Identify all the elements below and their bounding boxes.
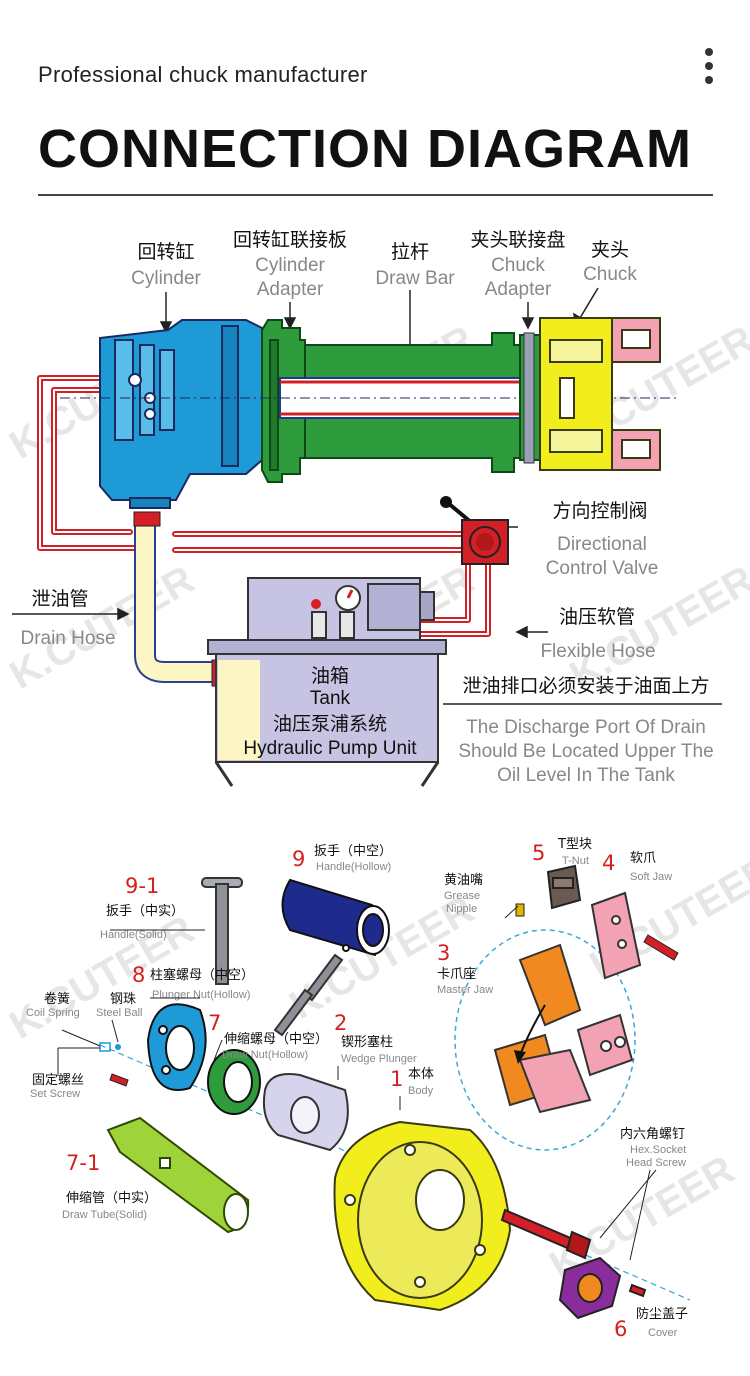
part-en-5: T-Nut: [562, 855, 589, 867]
set-screw-en: Set Screw: [30, 1088, 80, 1100]
cylinder-adapter-cn-label: 回转缸联接板: [233, 229, 347, 251]
part-num-3: 3: [437, 941, 450, 965]
hex-screw-cn: 内六角螺钉: [620, 1126, 685, 1142]
connection-diagram: K.CUTEER K.CUTEER K.CUTEER K.CUTEER K.CU…: [3, 229, 750, 787]
part-cn-6: 防尘盖子: [636, 1306, 688, 1322]
part-en-1: Body: [408, 1085, 434, 1097]
flexible-hose-cn-label: 油压软管: [559, 606, 635, 628]
part-en-8: Plunger Nut(Hollow): [152, 989, 250, 1001]
cylinder-adapter-en1-label: Cylinder: [255, 255, 325, 276]
part-num-6: 6: [614, 1317, 627, 1341]
cylinder-cn-label: 回转缸: [137, 241, 194, 263]
part-en-7: Draw Nut(Hollow): [222, 1049, 308, 1061]
drain-hose-en-label: Drain Hose: [20, 628, 115, 649]
tank-en2-label: Hydraulic Pump Unit: [243, 738, 417, 759]
part-cn-3: 卡爪座: [437, 967, 476, 982]
chuck-cn-label: 夹头: [591, 239, 629, 261]
discharge-en1-label: The Discharge Port Of Drain: [466, 717, 706, 738]
page-title: CONNECTION DIAGRAM: [38, 119, 692, 179]
part-cn-1: 本体: [408, 1067, 434, 1082]
part-en-9-1: Handle(Solid): [100, 929, 167, 941]
valve-en1-label: Directional: [557, 534, 647, 555]
grease-nipple-en1: Grease: [444, 890, 480, 902]
discharge-cn-label: 泄油排口必须安装于油面上方: [462, 675, 709, 697]
discharge-en3-label: Oil Level In The Tank: [497, 765, 675, 786]
kebab-menu-icon[interactable]: [700, 48, 718, 90]
tank-cn1-label: 油箱: [311, 665, 349, 687]
part-cn-7-1: 伸缩管（中实）: [66, 1190, 157, 1206]
exploded-parts-diagram: K.CUTEER K.CUTEER K.CUTEER K.CUTEER: [3, 837, 750, 1341]
tank-cn2-label: 油压泵浦系统: [273, 713, 387, 735]
part-cn-9: 扳手（中空）: [314, 843, 392, 859]
tank-en1-label: Tank: [310, 688, 351, 709]
page-subtitle: Professional chuck manufacturer: [38, 62, 368, 87]
hex-screw-en1: Hex.Socket: [630, 1144, 686, 1156]
chuck-en-label: Chuck: [583, 264, 637, 285]
part-num-4: 4: [602, 851, 615, 875]
part-cn-7: 伸缩螺母（中空）: [224, 1031, 328, 1047]
coil-spring-cn: 卷簧: [44, 991, 70, 1007]
draw-bar-cn-label: 拉杆: [391, 241, 429, 263]
part-en-7-1: Draw Tube(Solid): [62, 1209, 147, 1221]
part-cn-9-1: 扳手（中实）: [106, 903, 184, 919]
title-divider: [38, 194, 713, 196]
grease-nipple-en2: Nipple: [446, 903, 477, 915]
part-cn-5: T型块: [557, 837, 592, 852]
draw-bar-en-label: Draw Bar: [375, 268, 455, 289]
part-en-6: Cover: [648, 1327, 678, 1339]
steel-ball-cn: 钢珠: [110, 992, 136, 1007]
cylinder-en-label: Cylinder: [131, 268, 201, 289]
part-cn-4: 软爪: [630, 851, 656, 866]
valve-en2-label: Control Valve: [546, 558, 659, 579]
discharge-en2-label: Should Be Located Upper The: [458, 741, 713, 762]
part-en-3: Master Jaw: [437, 984, 493, 996]
chuck-adapter-cn-label: 夹头联接盘: [470, 229, 565, 251]
chuck-adapter-en2-label: Adapter: [485, 279, 552, 300]
part-num-1: 1: [390, 1067, 403, 1091]
part-num-8: 8: [132, 963, 145, 987]
part-num-9: 9: [292, 847, 305, 871]
part-num-7: 7: [208, 1011, 221, 1035]
part-en-9: Handle(Hollow): [316, 861, 391, 873]
cylinder-adapter-en2-label: Adapter: [257, 279, 324, 300]
steel-ball-en: Steel Ball: [96, 1007, 142, 1019]
drain-hose-cn-label: 泄油管: [31, 588, 88, 610]
part-num-2: 2: [334, 1011, 347, 1035]
chuck-adapter-en1-label: Chuck: [491, 255, 545, 276]
part-cn-8: 柱塞螺母（中空）: [150, 967, 254, 983]
grease-nipple-cn: 黄油嘴: [444, 873, 483, 888]
part-num-9-1: 9-1: [125, 874, 159, 898]
valve-cn-label: 方向控制阀: [552, 500, 647, 522]
coil-spring-en: Coil Spring: [26, 1007, 80, 1019]
part-num-5: 5: [532, 841, 545, 865]
part-num-7-1: 7-1: [66, 1151, 100, 1175]
part-en-2: Wedge Plunger: [341, 1053, 417, 1065]
part-cn-2: 锲形塞柱: [341, 1034, 393, 1050]
set-screw-cn: 固定螺丝: [32, 1073, 84, 1088]
part-en-4: Soft Jaw: [630, 871, 672, 883]
hex-screw-en2: Head Screw: [626, 1157, 686, 1169]
flexible-hose-en-label: Flexible Hose: [540, 641, 655, 662]
